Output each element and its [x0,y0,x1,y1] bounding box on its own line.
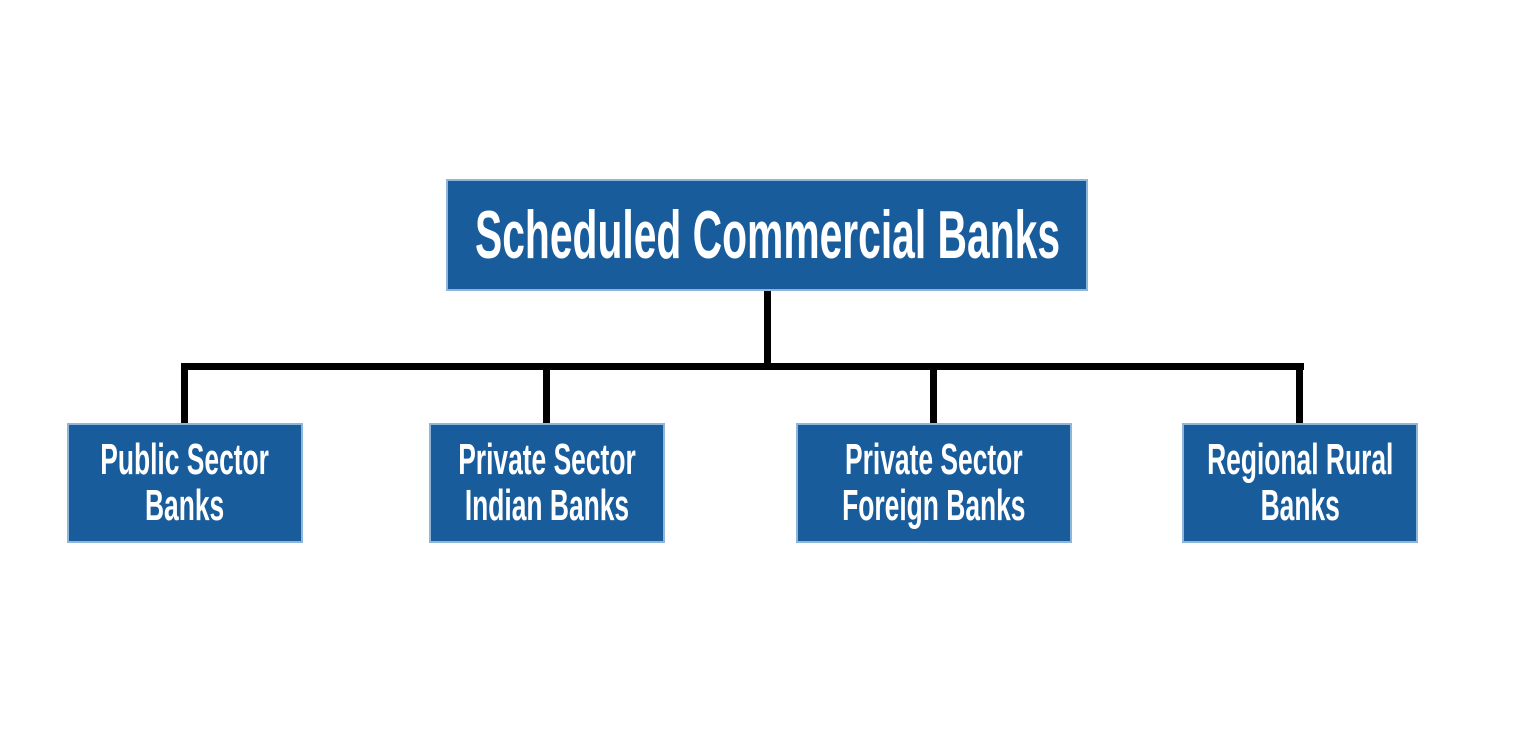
node-regional-rural-banks: Regional Rural Banks [1182,423,1418,543]
node-label: Public Sector Banks [100,435,270,530]
node-label: Regional Rural Banks [1206,435,1394,530]
node-private-sector-foreign-banks: Private Sector Foreign Banks [796,423,1072,543]
connector-drop-private-sector-indian-banks [543,363,550,423]
connector-drop-private-sector-foreign-banks [930,363,937,423]
connector-drop-public-sector-banks [181,363,188,423]
node-private-sector-indian-banks: Private Sector Indian Banks [429,423,665,543]
node-public-sector-banks: Public Sector Banks [67,423,303,543]
connector-drop-regional-rural-banks [1296,363,1303,423]
node-scheduled-commercial-banks: Scheduled Commercial Banks [446,179,1088,291]
connector-root-stem [764,291,771,365]
node-label: Scheduled Commercial Banks [474,197,1060,273]
connector-horizontal-rail [181,363,1304,370]
node-label: Private Sector Indian Banks [458,435,636,530]
node-label: Private Sector Foreign Banks [842,435,1026,530]
